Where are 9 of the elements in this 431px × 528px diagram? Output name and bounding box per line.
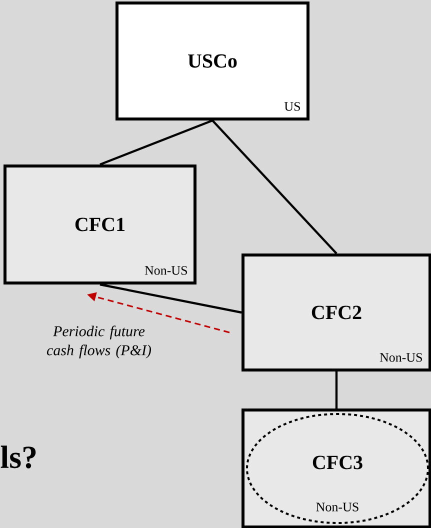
connector-line: [100, 283, 242, 314]
connector-line: [335, 372, 338, 408]
entity-box: CFC1 Non-US: [4, 164, 196, 284]
connector-line: [100, 119, 213, 166]
heading-fragment: ls?: [0, 446, 36, 468]
edge-label: Periodic future cash flows (P&I): [46, 326, 152, 358]
connector-line: [212, 120, 338, 254]
entity-box: CFC2 Non-US: [242, 254, 431, 372]
entity-box: USCo US: [116, 2, 310, 120]
